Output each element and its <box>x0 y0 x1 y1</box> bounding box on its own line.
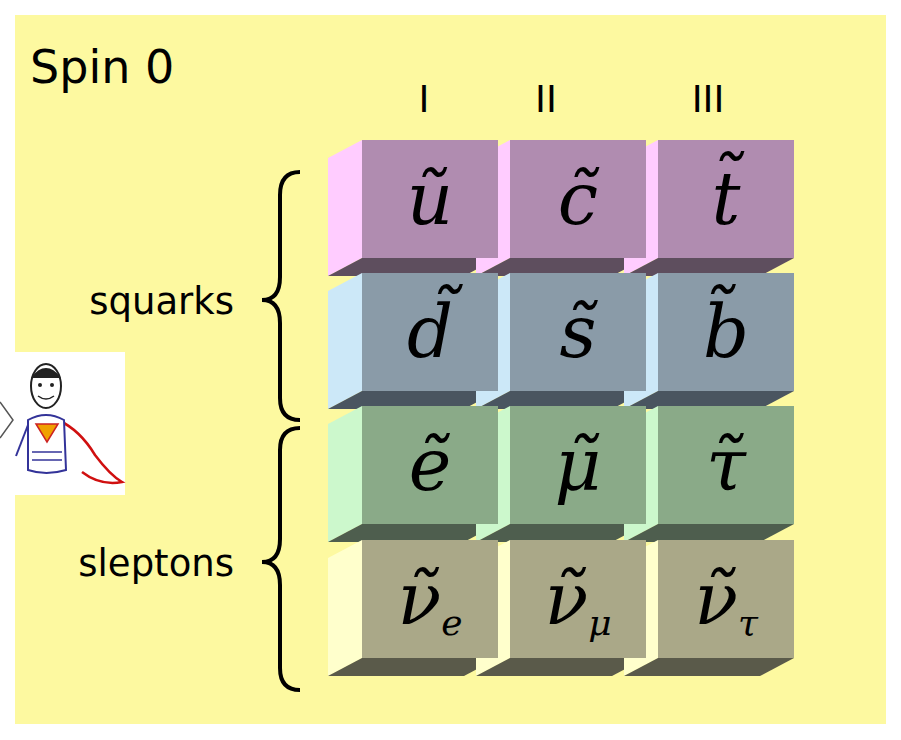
particle-symbol: d̃ <box>407 289 453 375</box>
particle-symbol: b̃ <box>703 289 749 375</box>
particle-symbol: ũ <box>407 156 453 242</box>
background-panel <box>15 15 886 724</box>
particle-symbol: s̃ <box>560 289 597 375</box>
slepton-brace <box>262 428 300 690</box>
particle-box: ν̃μ <box>510 540 646 658</box>
particle-symbol: c̃ <box>558 156 598 242</box>
particle-box: s̃ <box>510 273 646 391</box>
box-faces <box>328 140 794 676</box>
particle-symbol: ν̃ <box>694 556 738 642</box>
column-label: III <box>692 80 725 121</box>
particle-box: ν̃e <box>362 540 498 658</box>
particle-symbol: τ̃ <box>706 422 746 508</box>
particle-box: ẽ <box>362 406 498 524</box>
particle-symbol: t̃ <box>712 156 741 242</box>
particle-box: ν̃τ <box>658 540 794 658</box>
group-label: sleptons <box>78 544 234 585</box>
squark-brace <box>262 172 300 420</box>
diagram-title: Spin 0 <box>30 42 174 93</box>
particle-box: c̃ <box>510 140 646 258</box>
particle-subscript: e <box>441 601 462 644</box>
particle-box: b̃ <box>658 273 794 391</box>
particle-symbol: ν̃ <box>397 556 441 642</box>
column-label: II <box>535 80 557 121</box>
superhero-cartoon <box>0 352 125 495</box>
group-label: squarks <box>89 282 234 323</box>
particle-box: d̃ <box>362 273 498 391</box>
column-label: I <box>419 80 430 121</box>
particle-box: ũ <box>362 140 498 258</box>
particle-symbol: ν̃ <box>544 556 588 642</box>
particle-symbol: μ̃ <box>555 422 602 508</box>
particle-subscript: τ <box>738 601 758 644</box>
particle-symbol: ẽ <box>409 422 452 508</box>
particle-box: μ̃ <box>510 406 646 524</box>
particle-subscript: μ <box>588 601 611 644</box>
particle-box: τ̃ <box>658 406 794 524</box>
particle-box: t̃ <box>658 140 794 258</box>
